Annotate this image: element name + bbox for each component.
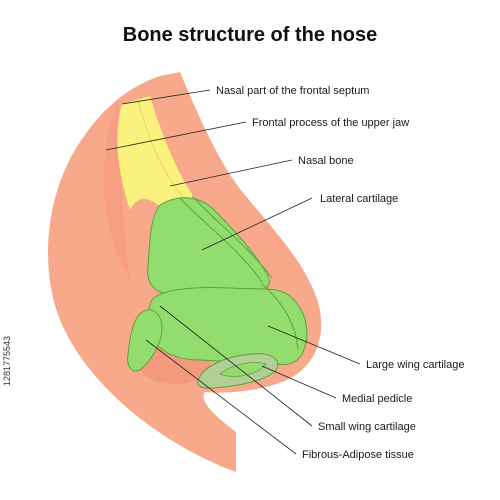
large-wing-cartilage-line bbox=[261, 283, 299, 351]
leader-medial-pedicle bbox=[261, 365, 337, 399]
diagram-title: Bone structure of the nose bbox=[122, 24, 378, 46]
lateral-cartilage-line-1 bbox=[179, 197, 263, 283]
label-frontal-process: Frontal process of the upper jaw bbox=[252, 117, 409, 129]
leader-lateral-cartilage bbox=[201, 197, 313, 251]
nasal-bone-shape bbox=[117, 96, 196, 216]
face-skin-shadow bbox=[103, 100, 130, 280]
label-medial-pedicle: Medial pedicle bbox=[342, 393, 412, 405]
label-large-wing-cartilage: Large wing cartilage bbox=[366, 359, 464, 371]
label-frontal-septum: Nasal part of the frontal septum bbox=[216, 85, 369, 97]
leader-nasal-bone bbox=[169, 159, 293, 187]
small-wing-cartilage-shape bbox=[127, 309, 163, 372]
lateral-cartilage-shape bbox=[147, 197, 270, 295]
lateral-cartilage-line-2 bbox=[191, 195, 273, 279]
label-small-wing-cartilage: Small wing cartilage bbox=[318, 421, 416, 433]
leader-large-wing-cartilage bbox=[267, 325, 361, 365]
leader-frontal-septum bbox=[121, 89, 211, 105]
leader-frontal-process bbox=[105, 121, 247, 151]
large-wing-cartilage-shape bbox=[148, 287, 308, 366]
nasal-bone-ridge bbox=[137, 99, 191, 207]
leader-small-wing-cartilage bbox=[159, 305, 313, 427]
label-nasal-bone: Nasal bone bbox=[298, 155, 354, 167]
leader-fibrous-adipose bbox=[145, 339, 297, 455]
label-fibrous-adipose: Fibrous-Adipose tissue bbox=[302, 449, 414, 461]
label-lateral-cartilage: Lateral cartilage bbox=[320, 193, 398, 205]
stock-id: 1281775543 bbox=[2, 335, 12, 386]
medial-pedicle-inner bbox=[219, 362, 267, 377]
